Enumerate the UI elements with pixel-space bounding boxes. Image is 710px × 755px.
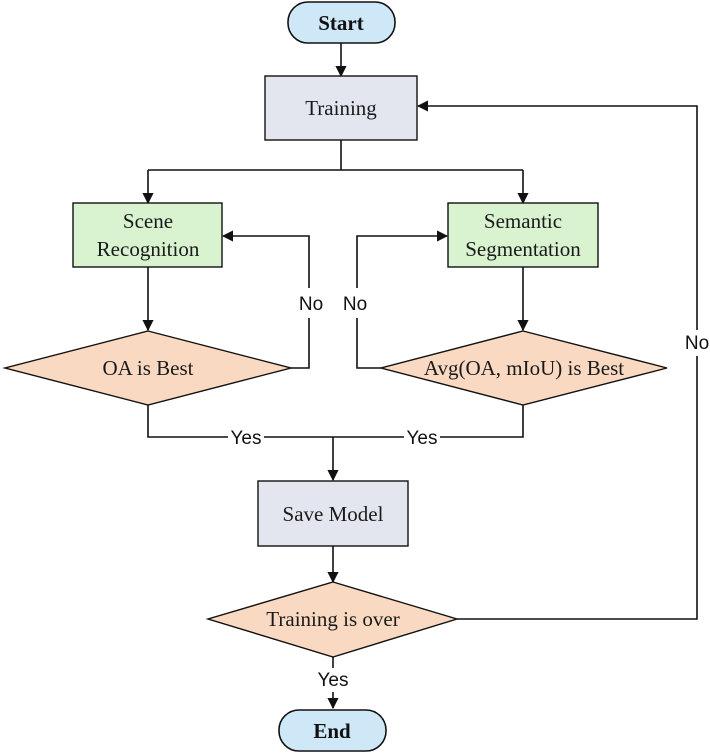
scene-recognition-node: Scene Recognition: [72, 202, 223, 268]
start-label: Start: [318, 11, 364, 35]
no-label-scene: No: [299, 294, 323, 315]
end-label: End: [313, 719, 351, 743]
semantic-segmentation-node: Semantic Segmentation: [447, 202, 599, 268]
oa-best-label: OA is Best: [102, 356, 193, 380]
semantic-label-line1: Semantic: [484, 209, 562, 233]
save-model-label: Save Model: [283, 502, 384, 526]
edge-labels: No No Yes Yes No Yes: [228, 288, 710, 692]
yes-label-right: Yes: [407, 428, 438, 449]
avg-best-decision: Avg(OA, mIoU) is Best: [378, 330, 668, 406]
scene-label-line2: Recognition: [97, 237, 200, 261]
semantic-label-line2: Segmentation: [465, 237, 581, 261]
training-node: Training: [264, 75, 418, 141]
scene-label-line1: Scene: [123, 209, 173, 233]
yes-label-left: Yes: [231, 428, 262, 449]
oa-best-decision: OA is Best: [2, 330, 294, 406]
save-model-node: Save Model: [257, 480, 409, 547]
start-node: Start: [287, 1, 396, 44]
edge-yes-merge: [147, 405, 524, 438]
no-label-semantic: No: [343, 294, 367, 315]
training-over-decision: Training is over: [205, 581, 460, 658]
edge-over-no-training: [416, 100, 698, 620]
training-label: Training: [305, 96, 377, 120]
end-node: End: [278, 709, 387, 752]
avg-best-label: Avg(OA, mIoU) is Best: [424, 356, 624, 380]
no-label-training: No: [685, 333, 709, 354]
yes-label-end: Yes: [318, 670, 349, 691]
training-over-label: Training is over: [266, 607, 399, 631]
edge-oa-no-loop: [221, 230, 310, 369]
